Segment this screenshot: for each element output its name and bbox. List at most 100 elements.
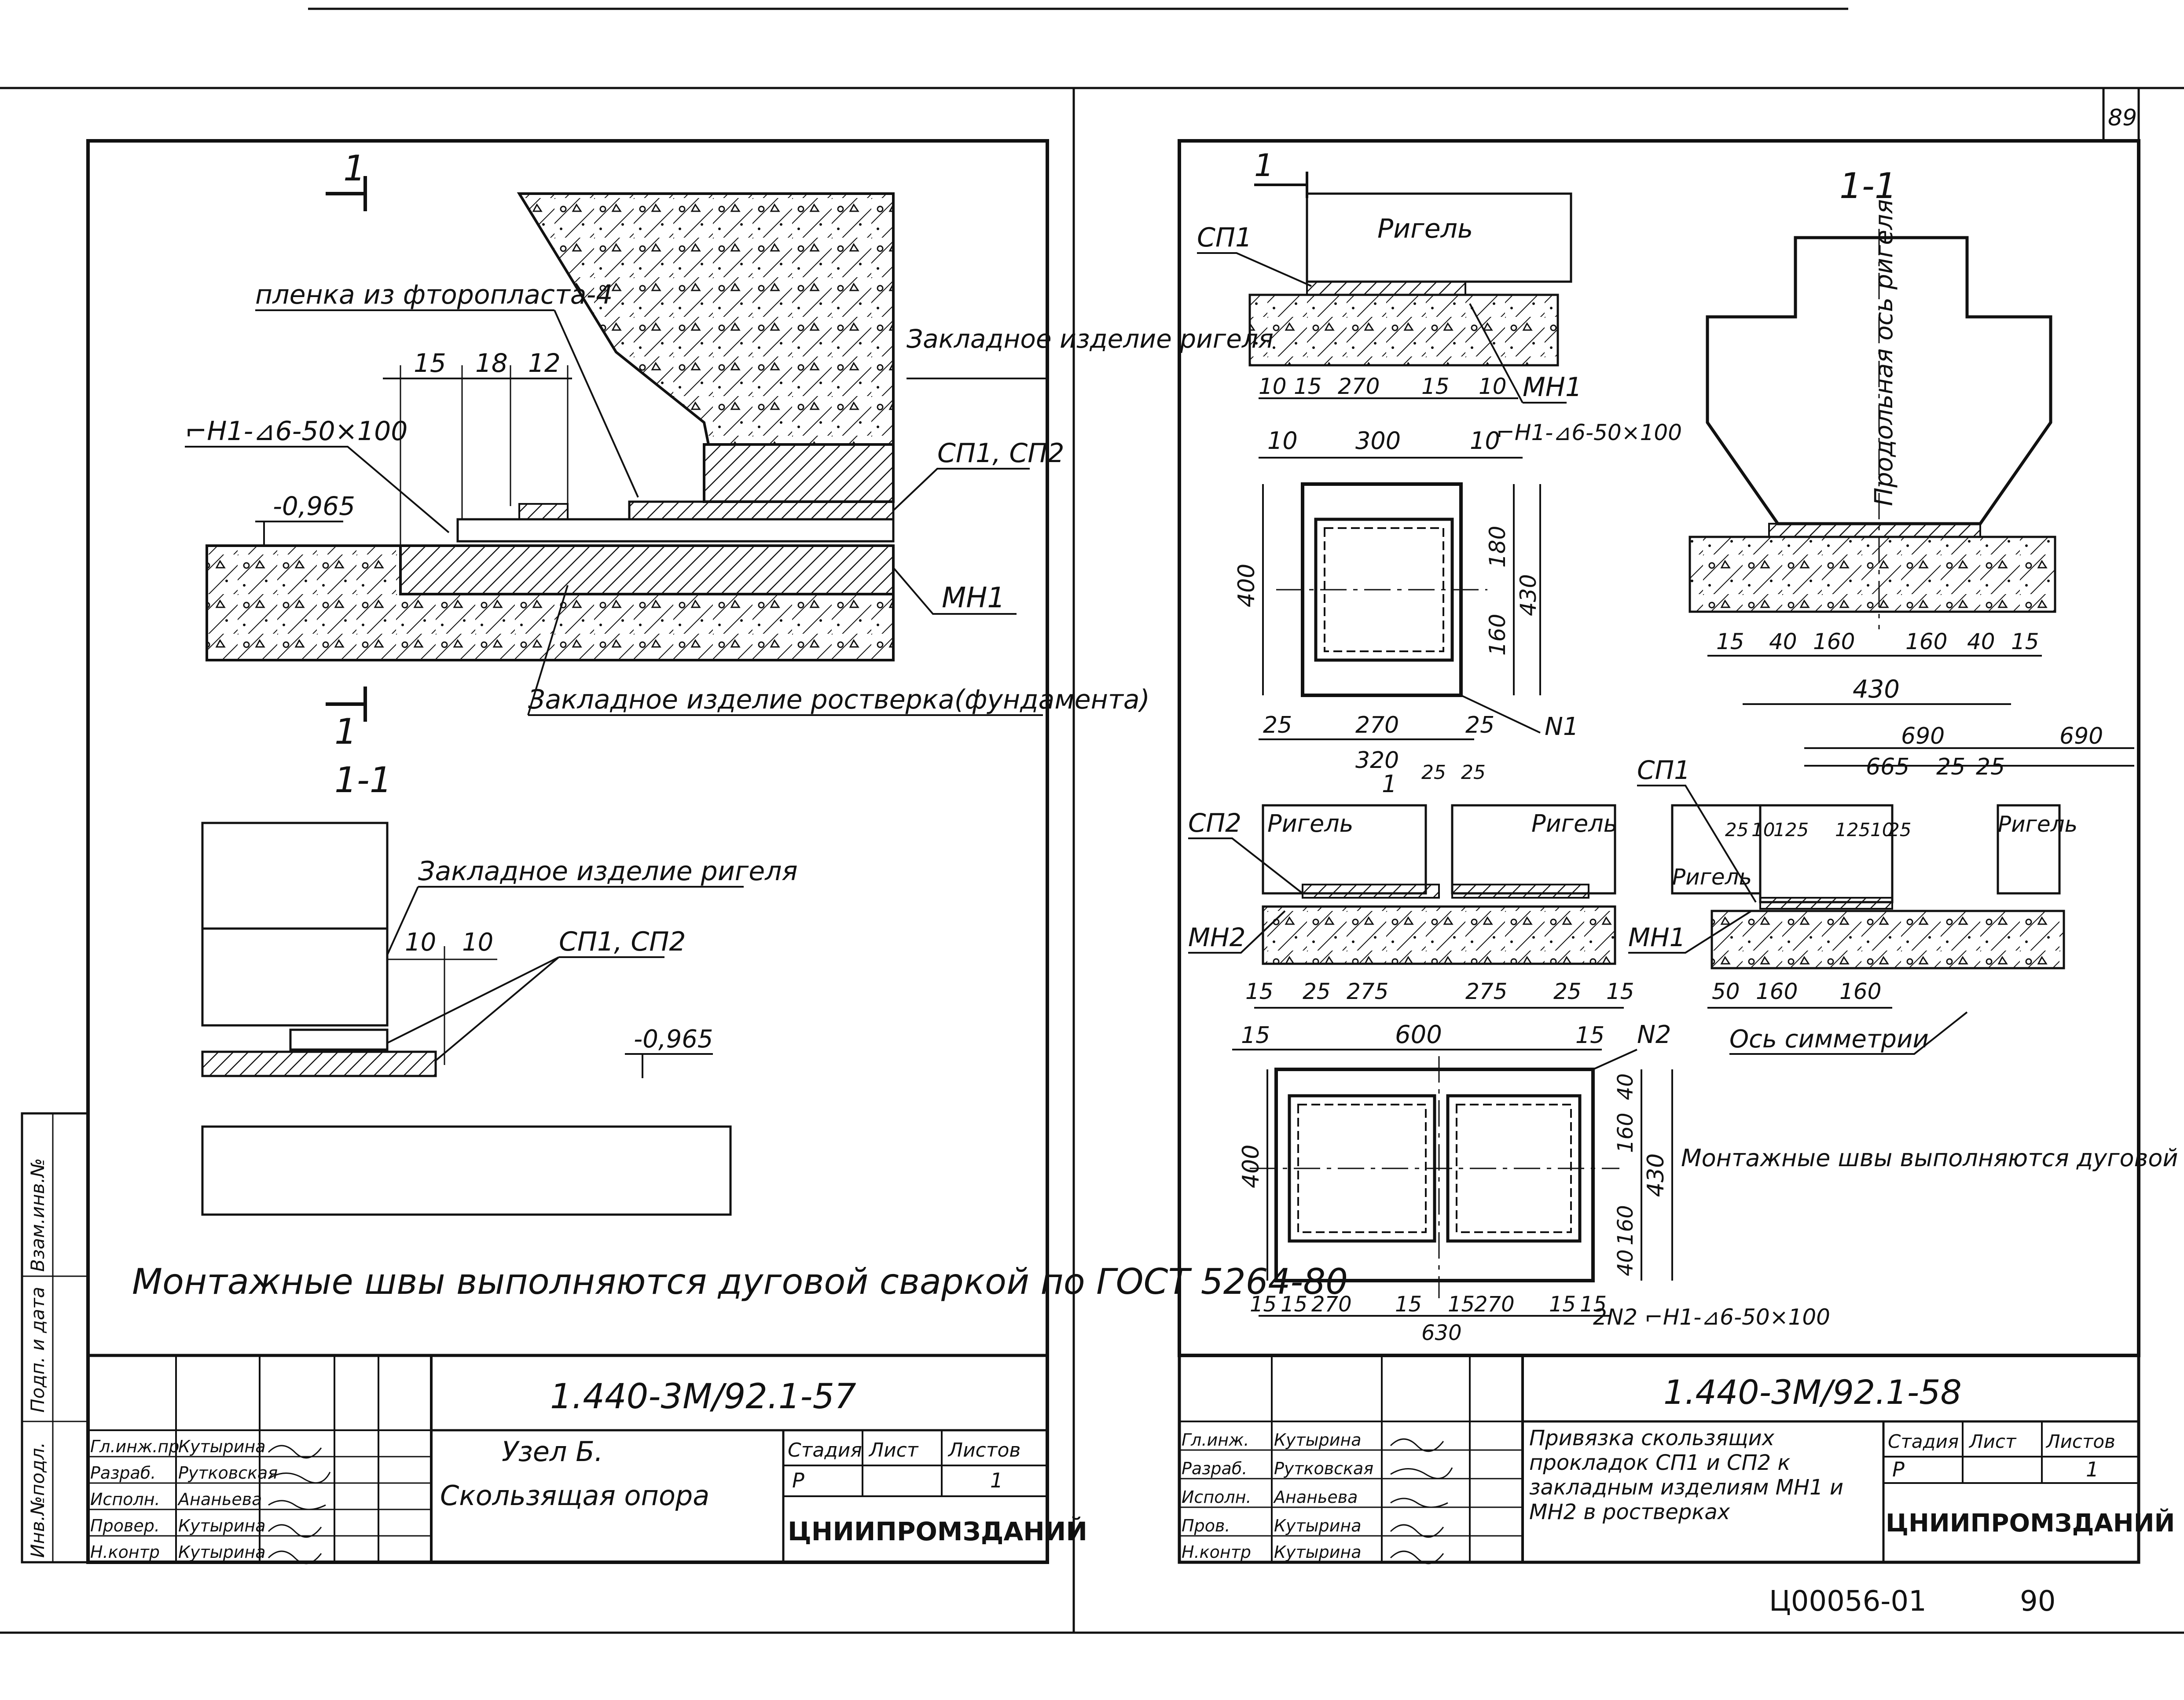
right-stamp-title-box: Привязка скользящих прокладок СП1 и СП2 …: [1529, 1426, 1843, 1524]
left-name-4: Кутырина: [178, 1542, 266, 1562]
bp-b-1: 15: [1281, 1292, 1307, 1317]
right-name-1: Рутковская: [1274, 1459, 1373, 1478]
rt-dim-3: 15: [1421, 374, 1450, 399]
left-signatures: [268, 1445, 331, 1564]
mid-s-4: 10: [1870, 819, 1894, 841]
section-pads: [201, 1050, 437, 1077]
left-role-0: Гл.инж.пр: [90, 1437, 179, 1456]
top-dimensions: 15 18 12: [383, 348, 572, 546]
mid-r-665: 665: [1866, 754, 1909, 780]
plan-dim-180: 180: [1485, 526, 1510, 568]
mid-r-690a: 690: [1901, 723, 1945, 749]
left-note: Монтажные швы выполняются дуговой сварко…: [132, 1261, 1348, 1302]
mid-mn1: МН1: [1628, 922, 1686, 952]
rs-total: 430: [1853, 675, 1900, 704]
rs-dim-3: 160: [1905, 629, 1947, 654]
right-stamp-sheets-h: Листов: [2045, 1431, 2115, 1452]
rt-section-marker: 1: [1254, 147, 1274, 184]
riegel-embed-label: Закладное изделие ригеля: [907, 324, 1274, 354]
left-stamp-sheets-h: Листов: [947, 1439, 1020, 1461]
plan-dim-300: 300: [1355, 427, 1401, 455]
rs-dim-2: 160: [1813, 629, 1855, 654]
right-role-0: Гл.инж.: [1182, 1430, 1249, 1450]
bp-dim-15r: 15: [1575, 1022, 1604, 1049]
mid-sp2: СП2: [1188, 808, 1241, 838]
left-stamp-sheet-h: Лист: [868, 1439, 919, 1461]
bp-b-5: 270: [1474, 1292, 1515, 1317]
section-foundation: [201, 1125, 732, 1216]
section-arrow-bottom: [326, 687, 367, 722]
plan-n1-label: N1: [1545, 712, 1579, 741]
bp-note: Монтажные швы выполняются дуговой сварко…: [1681, 1144, 2184, 1172]
plan-dim-270: 270: [1355, 712, 1399, 738]
section-sp-label: СП1, СП2: [559, 926, 686, 957]
ptfe-layer: [456, 518, 895, 543]
film-label: пленка из фторопласта-4: [255, 279, 613, 310]
mid-s-1: 10: [1751, 819, 1775, 841]
section-marker-top: 1: [343, 148, 366, 189]
bp-r-160b: 160: [1613, 1205, 1638, 1245]
left-name-1: Рутковская: [178, 1463, 278, 1483]
mid-sp1: СП1: [1637, 755, 1690, 785]
plan-dim-320: 320: [1355, 747, 1399, 774]
mn1-label: МН1: [942, 582, 1005, 614]
right-name-3: Кутырина: [1274, 1516, 1362, 1535]
left-role-2: Исполн.: [90, 1490, 160, 1509]
bp-b-3: 15: [1395, 1292, 1422, 1317]
bp-dim-15l: 15: [1241, 1022, 1270, 1049]
mid-mn1-50: 50: [1712, 979, 1740, 1004]
rs-dim-4: 40: [1967, 629, 1995, 654]
mid-mn2: МН2: [1188, 922, 1246, 952]
bp-b-4: 15: [1448, 1292, 1475, 1317]
section-marker-bottom: 1: [334, 711, 357, 752]
side-strip-inv: Инв.№подл.: [27, 1442, 48, 1558]
plan-dim-10a: 10: [1267, 427, 1298, 455]
page-number-box: [2102, 87, 2140, 142]
riegel-concrete: [517, 192, 895, 446]
foundation-embed-plate: [399, 544, 895, 595]
mid-dim-1: 25: [1303, 979, 1331, 1004]
dim-18: 18: [475, 348, 508, 378]
bp-plan-n2: [1274, 1068, 1595, 1282]
page-number-top: 89: [2108, 105, 2137, 131]
right-stamp-stage: Р: [1892, 1458, 1905, 1481]
mid-riegel-l: Ригель: [1267, 810, 1354, 837]
mid-riegel-c: Ригель: [1672, 864, 1752, 890]
mid-riegel-r: Ригель: [1531, 810, 1618, 837]
mid-gap-a: 25: [1421, 761, 1446, 784]
mid-foundation-mn1: [1710, 910, 2065, 969]
right-name-0: Кутырина: [1274, 1430, 1362, 1450]
footer-page: 90: [2020, 1585, 2056, 1618]
rs-dim-0: 15: [1716, 629, 1744, 654]
mid-dim-5: 15: [1606, 979, 1634, 1004]
rs-axis: Продольная ось ригеля: [1870, 199, 1898, 506]
bp-b-7: 15: [1580, 1292, 1607, 1317]
weld-label: ⌐Н1-⊿6-50⨯100: [185, 416, 407, 447]
left-name-3: Кутырина: [178, 1516, 266, 1535]
mid-dim-0: 15: [1245, 979, 1274, 1004]
rs-dim-5: 15: [2011, 629, 2039, 654]
bp-r-40a: 40: [1613, 1073, 1638, 1100]
left-stamp-title2: Скользящая опора: [440, 1480, 709, 1512]
right-sheet: 89 1 Ригель СП1 МН1 10 15 270 15 10 10 3…: [1178, 87, 2184, 1618]
dim-15: 15: [414, 348, 446, 378]
bp-r-40b: 40: [1613, 1249, 1638, 1276]
mid-mn1-160b: 160: [1839, 979, 1881, 1004]
riegel-embed-plate: [703, 443, 895, 503]
right-stamp-stage-h: Стадия: [1888, 1431, 1959, 1452]
plan-dim-430: 430: [1516, 574, 1541, 616]
right-name-2: Ананьева: [1273, 1487, 1358, 1507]
right-title-block: 1.440-3М/92.1-58 Привязка скользящих про…: [1178, 1354, 2175, 1564]
right-role-2: Исполн.: [1182, 1487, 1252, 1507]
rt-dim-2: 270: [1338, 374, 1380, 399]
plan-dim-25b: 25: [1465, 712, 1494, 738]
mid-s-2: 125: [1773, 819, 1809, 841]
mid-r-25a: 25: [1936, 754, 1965, 780]
right-stamp-sheet-h: Лист: [1968, 1431, 2017, 1452]
left-stamp-code: 1.440-3М/92.1-57: [550, 1377, 856, 1417]
bp-n2: N2: [1637, 1021, 1671, 1049]
mid-r-690b: 690: [2059, 723, 2103, 749]
rs-foundation: [1688, 536, 2056, 613]
left-name-0: Кутырина: [178, 1437, 266, 1456]
